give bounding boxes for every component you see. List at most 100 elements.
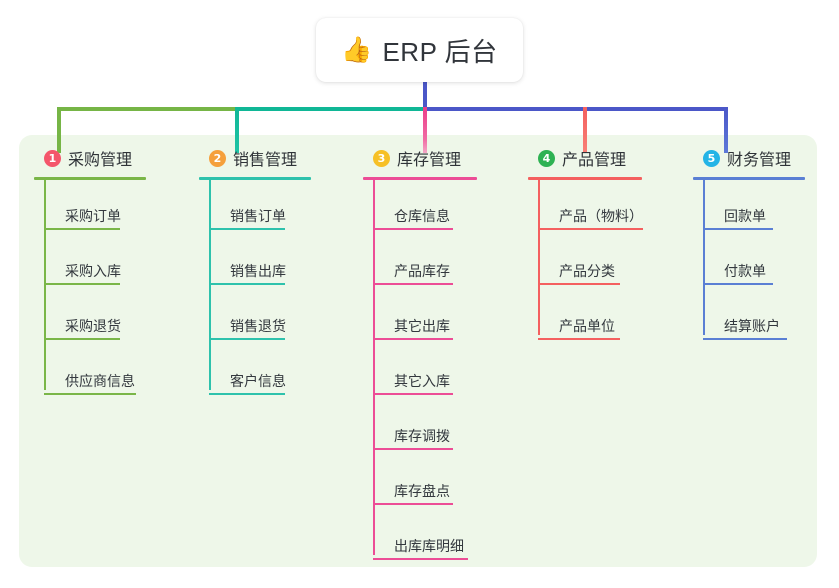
leaf-underline <box>209 338 285 340</box>
leaf-label: 采购订单 <box>65 208 121 224</box>
leaf-node[interactable]: 产品（物料） <box>528 180 693 235</box>
leaf-underline <box>703 338 787 340</box>
leaf-label: 销售退货 <box>230 318 286 334</box>
leaf-label: 销售出库 <box>230 263 286 279</box>
leaf-underline <box>373 393 453 395</box>
branch-header[interactable]: 2 销售管理 <box>199 147 359 169</box>
leaf-underline <box>373 448 453 450</box>
branch-header[interactable]: 4 产品管理 <box>528 147 693 169</box>
branch-label: 销售管理 <box>233 152 298 169</box>
leaf-label: 其它入库 <box>394 373 450 389</box>
branch-header[interactable]: 3 库存管理 <box>363 147 528 169</box>
branch-items: 回款单付款单结算账户 <box>693 180 839 345</box>
branch-badge: 4 <box>538 149 555 167</box>
leaf-underline <box>44 338 120 340</box>
leaf-node[interactable]: 结算账户 <box>693 290 839 345</box>
branch-items: 仓库信息产品库存其它出库其它入库库存调拨库存盘点出库库明细 <box>363 180 528 565</box>
leaf-node[interactable]: 产品库存 <box>363 235 528 290</box>
connector-stem-root <box>423 82 427 107</box>
leaf-underline <box>44 228 120 230</box>
leaf-node[interactable]: 付款单 <box>693 235 839 290</box>
leaf-label: 仓库信息 <box>394 208 450 224</box>
branch-underline <box>528 177 642 180</box>
branch-spine <box>538 180 540 335</box>
leaf-node[interactable]: 产品分类 <box>528 235 693 290</box>
leaf-node[interactable]: 其它入库 <box>363 345 528 400</box>
branch-finance: 5 财务管理回款单付款单结算账户 <box>693 147 839 345</box>
leaf-underline <box>209 228 285 230</box>
branch-items: 产品（物料） 产品分类产品单位 <box>528 180 693 345</box>
branch-items: 采购订单采购入库采购退货供应商信息 <box>34 180 194 400</box>
leaf-underline <box>373 283 453 285</box>
branch-underline <box>693 177 805 180</box>
leaf-node[interactable]: 采购订单 <box>34 180 194 235</box>
leaf-label: 结算账户 <box>724 318 780 334</box>
branch-label: 财务管理 <box>727 152 792 169</box>
leaf-node[interactable]: 采购入库 <box>34 235 194 290</box>
leaf-label: 产品库存 <box>394 263 450 279</box>
root-node[interactable]: 👍 ERP 后台 <box>316 18 523 82</box>
leaf-label: 产品分类 <box>559 263 615 279</box>
branch-inventory: 3 库存管理仓库信息产品库存其它出库其它入库库存调拨库存盘点出库库明细 <box>363 147 528 565</box>
leaf-label: 采购入库 <box>65 263 121 279</box>
connector-stem-sales <box>235 107 239 153</box>
content-panel <box>19 135 817 567</box>
leaf-label: 客户信息 <box>230 373 286 389</box>
branch-header[interactable]: 5 财务管理 <box>693 147 839 169</box>
thumbs-up-icon: 👍 <box>341 35 373 64</box>
connector-stem-inventory <box>423 107 427 153</box>
leaf-node[interactable]: 库存盘点 <box>363 455 528 510</box>
leaf-label: 产品（物料） <box>559 208 643 224</box>
branch-spine <box>44 180 46 390</box>
leaf-underline <box>44 393 136 395</box>
branch-label: 库存管理 <box>397 152 462 169</box>
leaf-label: 出库库明细 <box>394 538 464 554</box>
leaf-label: 库存盘点 <box>394 483 450 499</box>
branch-label: 产品管理 <box>562 152 627 169</box>
leaf-label: 供应商信息 <box>65 373 135 389</box>
leaf-label: 付款单 <box>724 263 766 279</box>
leaf-underline <box>703 228 773 230</box>
branch-badge: 5 <box>703 149 720 167</box>
branch-underline <box>363 177 477 180</box>
leaf-node[interactable]: 其它出库 <box>363 290 528 345</box>
branch-badge: 3 <box>373 149 390 167</box>
leaf-label: 库存调拨 <box>394 428 450 444</box>
leaf-underline <box>209 393 285 395</box>
branch-spine <box>373 180 375 555</box>
leaf-node[interactable]: 库存调拨 <box>363 400 528 455</box>
leaf-node[interactable]: 仓库信息 <box>363 180 528 235</box>
leaf-node[interactable]: 客户信息 <box>199 345 359 400</box>
leaf-underline <box>703 283 773 285</box>
leaf-node[interactable]: 供应商信息 <box>34 345 194 400</box>
connector-bus-blue <box>423 107 728 111</box>
leaf-node[interactable]: 回款单 <box>693 180 839 235</box>
branch-spine <box>703 180 705 335</box>
leaf-underline <box>538 283 620 285</box>
leaf-node[interactable]: 采购退货 <box>34 290 194 345</box>
leaf-node[interactable]: 销售出库 <box>199 235 359 290</box>
leaf-node[interactable]: 产品单位 <box>528 290 693 345</box>
connector-stem-product <box>583 107 587 153</box>
connector-stem-purchase <box>57 107 61 153</box>
leaf-node[interactable]: 销售订单 <box>199 180 359 235</box>
branch-product: 4 产品管理产品（物料） 产品分类产品单位 <box>528 147 693 345</box>
leaf-label: 其它出库 <box>394 318 450 334</box>
branch-underline <box>34 177 146 180</box>
leaf-label: 采购退货 <box>65 318 121 334</box>
leaf-label: 产品单位 <box>559 318 615 334</box>
leaf-underline <box>538 228 643 230</box>
leaf-underline <box>373 503 453 505</box>
root-title: ERP 后台 <box>382 36 498 67</box>
leaf-underline <box>209 283 285 285</box>
leaf-underline <box>44 283 120 285</box>
branch-items: 销售订单销售出库销售退货客户信息 <box>199 180 359 400</box>
connector-bus-teal <box>235 107 425 111</box>
leaf-node[interactable]: 销售退货 <box>199 290 359 345</box>
connector-bus-green <box>57 107 400 111</box>
branch-badge: 2 <box>209 149 226 167</box>
leaf-node[interactable]: 出库库明细 <box>363 510 528 565</box>
